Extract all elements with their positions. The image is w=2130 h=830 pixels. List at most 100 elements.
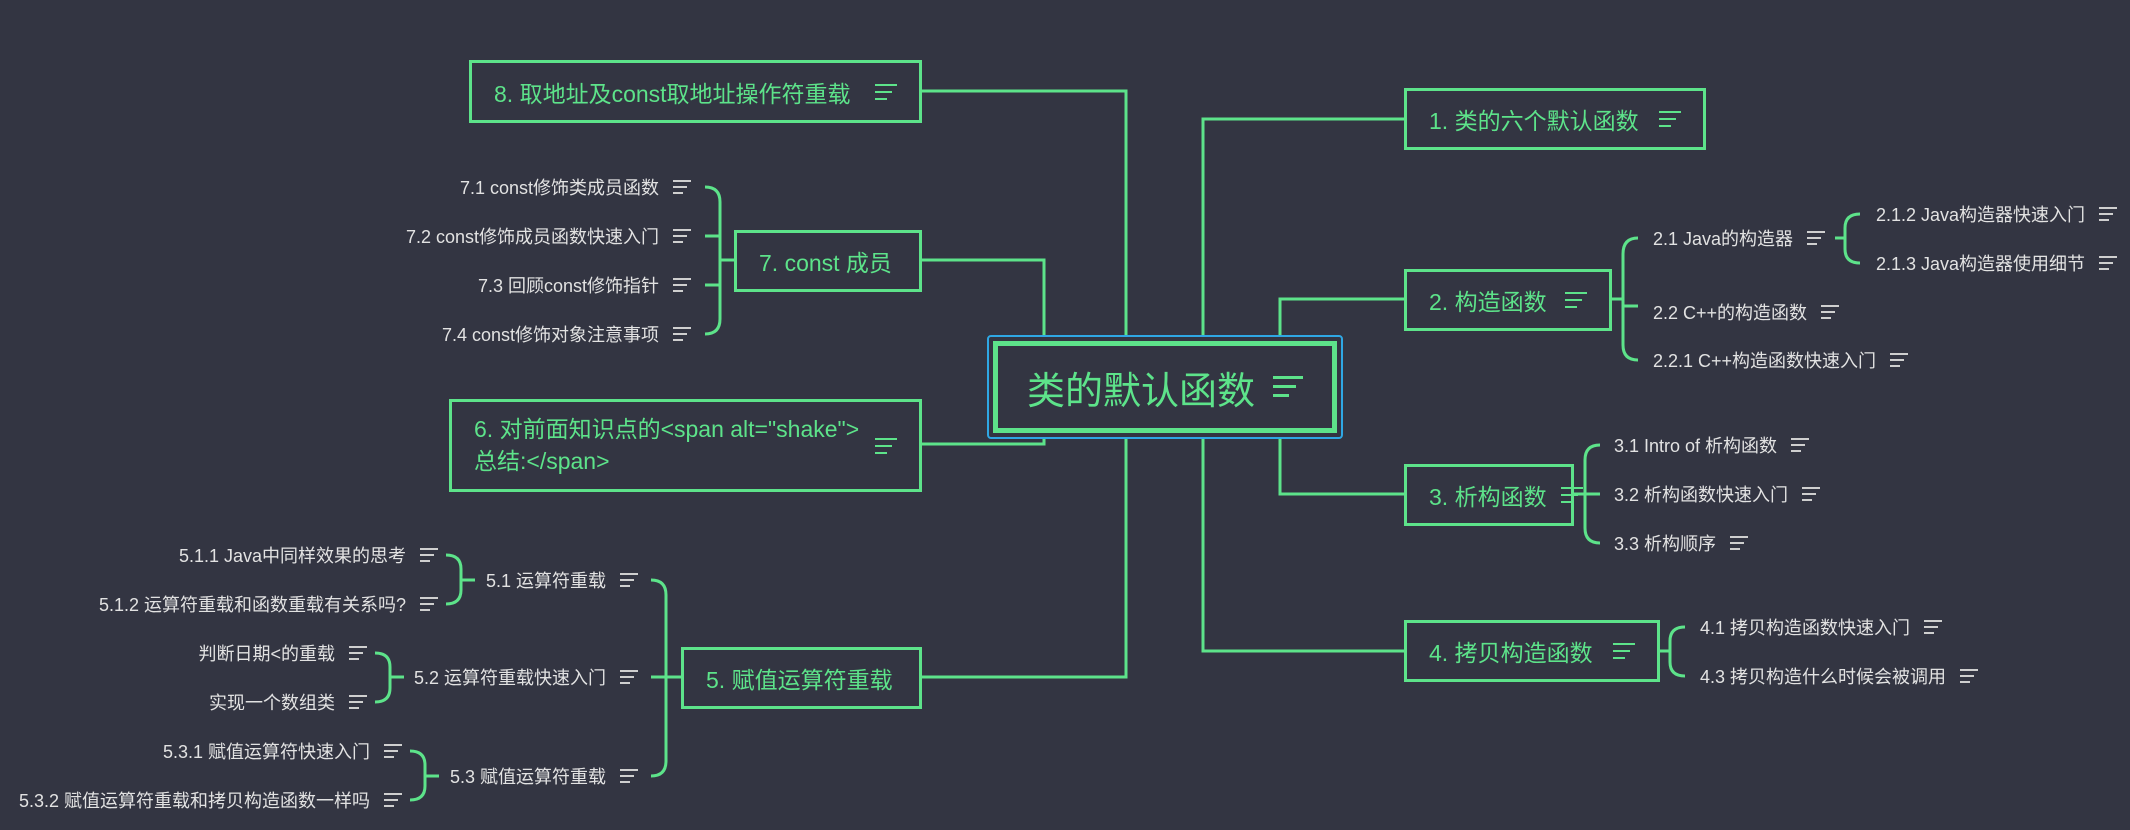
subtopic-overload-relation[interactable]: 5.1.2 运算符重载和函数重载有关系吗? — [99, 591, 438, 617]
subtopic-destructor-quickstart[interactable]: 3.2 析构函数快速入门 — [1614, 481, 1821, 507]
connector — [920, 439, 1046, 446]
subtopic-label: 5.1 运算符重载 — [485, 571, 606, 591]
note-lines-icon[interactable] — [875, 437, 897, 454]
subtopic-assignment-quickstart[interactable]: 5.3.1 赋值运算符快速入门 — [163, 738, 402, 764]
connector — [1843, 212, 1861, 265]
note-lines-icon[interactable] — [673, 278, 691, 292]
note-lines-icon[interactable] — [673, 229, 691, 243]
subtopic-label: 3.1 Intro of 析构函数 — [1614, 436, 1778, 456]
subtopic-label: 7.3 回顾const修饰指针 — [477, 276, 659, 296]
connector — [1278, 439, 1405, 496]
subtopic-const-pointer-review[interactable]: 7.3 回顾const修饰指针 — [478, 272, 691, 298]
subtopic-label: 7.1 const修饰类成员函数 — [459, 178, 659, 198]
topic-assignment-overload[interactable]: 5. 赋值运算符重载 — [681, 647, 922, 709]
subtopic-copy-constructor-quickstart[interactable]: 4.1 拷贝构造函数快速入门 — [1700, 614, 1943, 640]
connector — [1201, 117, 1405, 335]
note-lines-icon[interactable] — [420, 548, 438, 562]
topic-summary[interactable]: 6. 对前面知识点的<span alt="shake">总结:</span> — [449, 399, 922, 492]
note-lines-icon[interactable] — [1821, 305, 1840, 319]
topic-label: 2. 构造函数 — [1429, 289, 1547, 315]
topic-address-operator[interactable]: 8. 取地址及const取地址操作符重载 — [469, 60, 922, 123]
subtopic-const-object-notes[interactable]: 7.4 const修饰对象注意事项 — [442, 321, 691, 347]
subtopic-label: 2.1.2 Java构造器快速入门 — [1876, 205, 2086, 225]
topic-label: 8. 取地址及const取地址操作符重载 — [494, 80, 851, 107]
note-lines-icon[interactable] — [1273, 376, 1303, 398]
note-lines-icon[interactable] — [349, 646, 367, 660]
connector — [920, 89, 1128, 335]
note-lines-icon[interactable] — [2099, 207, 2118, 221]
note-lines-icon[interactable] — [349, 695, 367, 709]
note-lines-icon[interactable] — [1613, 643, 1635, 659]
topic-label: 3. 析构函数 — [1429, 484, 1547, 510]
note-lines-icon[interactable] — [1960, 669, 1979, 683]
note-lines-icon[interactable] — [1659, 111, 1681, 127]
topic-label: 7. const 成员 — [759, 250, 892, 276]
note-lines-icon[interactable] — [1560, 487, 1583, 503]
subtopic-destructor-order[interactable]: 3.3 析构顺序 — [1614, 530, 1749, 556]
note-lines-icon[interactable] — [620, 670, 638, 684]
subtopic-label: 4.3 拷贝构造什么时候会被调用 — [1700, 667, 1947, 687]
note-lines-icon[interactable] — [620, 573, 638, 587]
note-lines-icon[interactable] — [673, 180, 691, 194]
root-topic-inner: 类的默认函数 — [993, 341, 1337, 433]
connector — [920, 439, 1128, 679]
subtopic-cpp-constructor[interactable]: 2.2 C++的构造函数 — [1653, 299, 1840, 325]
note-lines-icon[interactable] — [1924, 620, 1943, 634]
subtopic-label: 5.2 运算符重载快速入门 — [413, 668, 606, 688]
subtopic-java-constructor[interactable]: 2.1 Java的构造器 — [1653, 225, 1826, 251]
topic-label: 6. 对前面知识点的<span alt="shake">总结:</span> — [474, 416, 860, 474]
connector — [409, 749, 427, 802]
subtopic-label: 7.4 const修饰对象注意事项 — [441, 325, 659, 345]
root-title: 类的默认函数 — [1026, 370, 1255, 413]
topic-default-functions[interactable]: 1. 类的六个默认函数 — [1404, 88, 1706, 150]
subtopic-date-less-than[interactable]: 判断日期<的重载 — [198, 640, 367, 666]
topic-copy-constructor[interactable]: 4. 拷贝构造函数 — [1404, 620, 1660, 682]
subtopic-label: 判断日期<的重载 — [198, 644, 335, 664]
connector — [1201, 439, 1405, 653]
subtopic-operator-overload-quickstart[interactable]: 5.2 运算符重载快速入门 — [414, 664, 638, 690]
subtopic-const-member-functions[interactable]: 7.1 const修饰类成员函数 — [460, 174, 691, 200]
subtopic-destructor-intro[interactable]: 3.1 Intro of 析构函数 — [1614, 432, 1810, 458]
subtopic-cpp-constructor-quickstart[interactable]: 2.2.1 C++构造函数快速入门 — [1653, 347, 1909, 373]
subtopic-label: 2.2 C++的构造函数 — [1653, 303, 1808, 323]
subtopic-label: 4.1 拷贝构造函数快速入门 — [1700, 618, 1911, 638]
note-lines-icon[interactable] — [384, 793, 402, 807]
topic-label: 4. 拷贝构造函数 — [1429, 640, 1593, 666]
subtopic-label: 5.3.2 赋值运算符重载和拷贝构造函数一样吗 — [18, 791, 370, 811]
subtopic-java-constructor-quickstart[interactable]: 2.1.2 Java构造器快速入门 — [1876, 201, 2118, 227]
note-lines-icon[interactable] — [1802, 487, 1821, 501]
topic-const-members[interactable]: 7. const 成员 — [734, 230, 922, 292]
subtopic-java-constructor-details[interactable]: 2.1.3 Java构造器使用细节 — [1876, 250, 2118, 276]
subtopic-operator-overload[interactable]: 5.1 运算符重载 — [486, 567, 638, 593]
subtopic-copy-constructor-when-called[interactable]: 4.3 拷贝构造什么时候会被调用 — [1700, 663, 1979, 689]
subtopic-const-member-functions-quickstart[interactable]: 7.2 const修饰成员函数快速入门 — [406, 223, 691, 249]
topic-label: 1. 类的六个默认函数 — [1429, 108, 1639, 134]
note-lines-icon[interactable] — [384, 744, 402, 758]
connector — [1621, 236, 1639, 362]
note-lines-icon[interactable] — [1730, 536, 1749, 550]
topic-destructor[interactable]: 3. 析构函数 — [1404, 464, 1583, 526]
note-lines-icon[interactable] — [420, 597, 438, 611]
note-lines-icon[interactable] — [2099, 256, 2118, 270]
connector — [704, 185, 722, 336]
topic-constructor[interactable]: 2. 构造函数 — [1404, 269, 1612, 331]
note-lines-icon[interactable] — [673, 327, 691, 341]
connector — [445, 553, 463, 606]
subtopic-assignment-vs-copy[interactable]: 5.3.2 赋值运算符重载和拷贝构造函数一样吗 — [19, 787, 402, 813]
connector — [1668, 625, 1686, 678]
note-lines-icon[interactable] — [1791, 438, 1810, 452]
subtopic-label: 5.1.2 运算符重载和函数重载有关系吗? — [98, 595, 406, 615]
subtopic-label: 5.3 赋值运算符重载 — [449, 767, 606, 787]
note-lines-icon[interactable] — [1890, 353, 1909, 367]
note-lines-icon[interactable] — [620, 769, 638, 783]
note-lines-icon[interactable] — [875, 83, 897, 100]
root-topic[interactable]: 类的默认函数 — [987, 335, 1343, 439]
connector — [374, 651, 392, 704]
note-lines-icon[interactable] — [1807, 231, 1826, 245]
subtopic-label: 7.2 const修饰成员函数快速入门 — [405, 227, 659, 247]
subtopic-assignment-overload[interactable]: 5.3 赋值运算符重载 — [450, 763, 638, 789]
subtopic-java-equivalent[interactable]: 5.1.1 Java中同样效果的思考 — [179, 542, 438, 568]
note-lines-icon[interactable] — [1565, 292, 1587, 308]
subtopic-array-class[interactable]: 实现一个数组类 — [209, 689, 367, 715]
